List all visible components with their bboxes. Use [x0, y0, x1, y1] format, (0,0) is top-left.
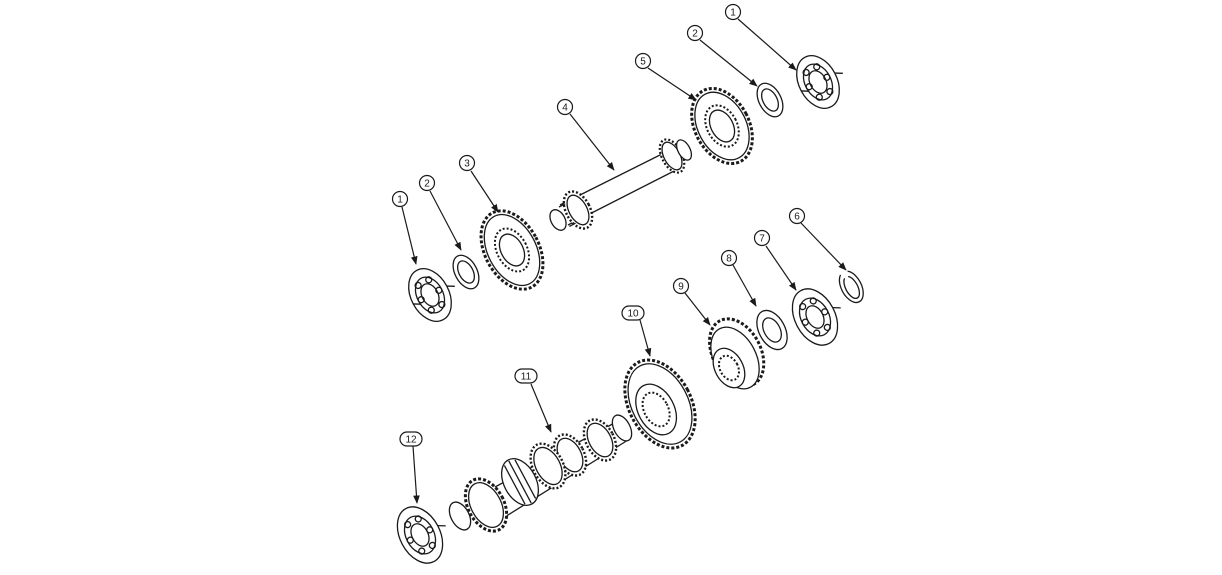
gear-5 [690, 86, 754, 166]
callout-3: 3 [458, 154, 476, 172]
svg-text:4: 4 [562, 103, 568, 114]
bearing-7 [791, 288, 841, 346]
spacer-ring-8 [756, 309, 788, 351]
svg-text:2: 2 [692, 29, 698, 40]
svg-text:3: 3 [464, 159, 470, 170]
callout-12: 12 [399, 431, 423, 447]
svg-text:7: 7 [759, 234, 765, 245]
callout-4: 4 [556, 98, 574, 116]
gear-9 [708, 317, 766, 390]
svg-text:8: 8 [726, 254, 732, 265]
spacer-ring-left [452, 254, 480, 290]
callout-2-left: 2 [418, 174, 436, 192]
bearing-top-right [796, 55, 843, 109]
callout-7: 7 [753, 229, 771, 247]
callouts: 1 2 5 4 3 2 1 6 [391, 3, 806, 447]
shaft-4 [549, 138, 693, 231]
gear-3 [479, 209, 545, 291]
callout-2-top: 2 [686, 24, 704, 42]
bearing-left [408, 268, 455, 322]
callout-1-left: 1 [391, 190, 409, 208]
svg-text:12: 12 [405, 435, 417, 446]
callout-10: 10 [621, 305, 645, 321]
svg-text:1: 1 [730, 8, 736, 19]
svg-text:5: 5 [640, 57, 646, 68]
svg-text:9: 9 [678, 282, 684, 293]
callout-9: 9 [672, 277, 690, 295]
callout-5: 5 [634, 52, 652, 70]
spacer-ring-top [756, 82, 784, 118]
svg-text:10: 10 [627, 309, 639, 320]
svg-text:11: 11 [521, 372, 532, 383]
snap-ring-6 [838, 270, 864, 304]
svg-text:6: 6 [794, 212, 800, 223]
bearing-12 [396, 506, 446, 564]
svg-text:2: 2 [424, 179, 430, 190]
gear-10 [623, 358, 697, 450]
callout-8: 8 [720, 249, 738, 267]
svg-text:1: 1 [397, 195, 403, 206]
callout-1-top: 1 [724, 3, 742, 21]
splined-shaft-11 [448, 414, 633, 533]
callout-6: 6 [788, 207, 806, 225]
callout-11: 11 [514, 368, 538, 384]
leader-lines [401, 18, 847, 504]
